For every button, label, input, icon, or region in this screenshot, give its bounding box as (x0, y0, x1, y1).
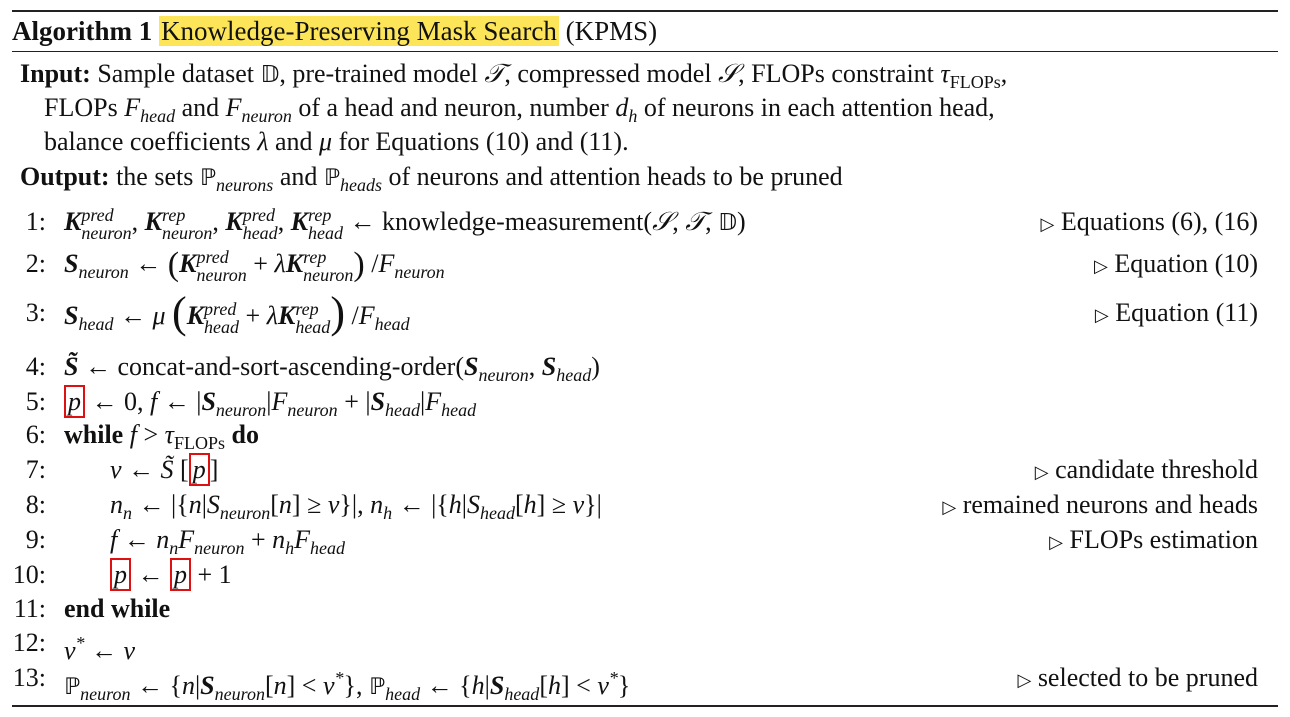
step-number: 3: (25, 298, 46, 327)
step-number: 1: (25, 207, 46, 236)
step-comment: ▷ FLOPs estimation (1049, 525, 1258, 554)
step-number: 7: (25, 455, 46, 484)
input-line-2: FLOPs Fhead and Fneuron of a head and ne… (44, 93, 995, 126)
step-body: ν* ← ν (64, 633, 136, 665)
step-number: 11: (13, 594, 46, 623)
algorithm-label: Algorithm 1 (12, 16, 153, 46)
step-comment: ▷ remained neurons and heads (942, 490, 1258, 519)
step-body: p ← 0, f ← |Sneuron|Fneuron + |Shead|Fhe… (64, 384, 476, 428)
step-comment: ▷ Equation (10) (1093, 249, 1258, 278)
step-number: 2: (25, 249, 46, 278)
step-body: S̃ ← concat-and-sort-ascending-order(Sne… (64, 352, 600, 385)
output-text: the sets ℙneurons and ℙheads of neurons … (116, 162, 843, 195)
step-number: 13: (12, 663, 46, 692)
output-line: Output: the sets ℙneurons and ℙheads of … (20, 161, 843, 201)
input-line-1: Input: Sample dataset 𝔻, pre-trained mod… (20, 58, 1007, 98)
step-number: 4: (25, 352, 46, 381)
title-rule (12, 51, 1278, 52)
highlight-box-p: p (110, 558, 131, 591)
step-number: 5: (25, 387, 46, 416)
top-rule (12, 10, 1278, 12)
highlight-box-p: p (188, 453, 210, 486)
step-body: ν ← S̃ [p] (110, 453, 219, 486)
fn-concat-sort: concat-and-sort-ascending-order (117, 352, 456, 381)
step-body: ℙneuron ← {n|Sneuron[n] < ν*}, ℙhead ← {… (64, 668, 631, 704)
algorithm-name-highlight: Knowledge-Preserving Mask Search (158, 16, 559, 46)
step-body: while f > τFLOPs do (64, 420, 259, 453)
step-comment: ▷ selected to be pruned (1017, 663, 1258, 692)
step-number: 6: (25, 420, 46, 449)
fn-knowledge-measurement: knowledge-measurement (382, 207, 644, 236)
step-number: 12: (12, 628, 46, 657)
highlight-box-p: p (64, 385, 85, 418)
step-comment: ▷ Equation (11) (1094, 298, 1258, 327)
step-body: p ← p + 1 (110, 557, 232, 593)
step-comment: ▷ candidate threshold (1034, 455, 1258, 484)
step-number: 10: (12, 560, 46, 589)
input-label: Input: (20, 59, 91, 88)
input-line-3: balance coefficients λ and μ for Equatio… (44, 127, 629, 156)
step-number: 9: (25, 525, 46, 554)
input-text-1: Sample dataset 𝔻, pre-trained model 𝒯, c… (97, 59, 1008, 92)
step-body: nn ← |{n|Sneuron[n] ≥ ν}|, nh ← |{h|Shea… (110, 490, 602, 523)
highlight-box-p: p (170, 558, 191, 591)
step-body: f ← nnFneuron + nhFhead (110, 525, 346, 558)
step-comment: ▷ Equations (6), (16) (1040, 207, 1258, 236)
step-body: end while (64, 594, 171, 623)
algorithm-title: Algorithm 1 Knowledge-Preserving Mask Se… (12, 14, 657, 48)
step-number: 8: (25, 490, 46, 519)
output-label: Output: (20, 162, 110, 191)
bottom-rule (12, 705, 1278, 707)
algorithm-abbr: (KPMS) (565, 16, 658, 46)
